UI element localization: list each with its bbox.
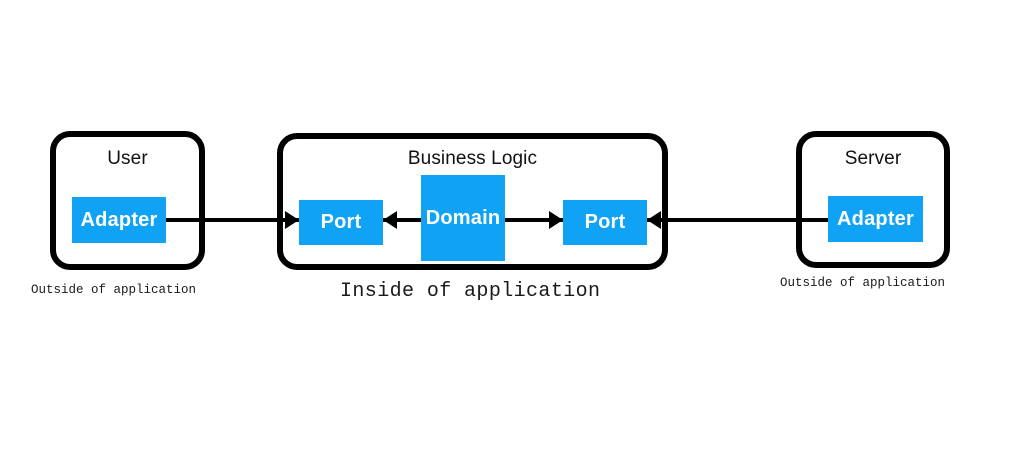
chip-user-adapter[interactable]: Adapter <box>72 197 166 243</box>
connector-domain-to-left-port <box>383 218 421 222</box>
chip-port-left[interactable]: Port <box>299 200 383 245</box>
chip-server-adapter[interactable]: Adapter <box>828 196 923 242</box>
region-user-title: User <box>107 148 148 169</box>
region-business-logic-title: Business Logic <box>407 148 538 169</box>
chip-port-right[interactable]: Port <box>563 200 647 245</box>
arrowhead-to-left-port <box>285 211 299 229</box>
chip-domain[interactable]: Domain <box>421 175 505 261</box>
arrowhead-to-right-port <box>647 211 661 229</box>
connector-user-adapter-to-left-port <box>166 218 299 222</box>
connector-server-adapter-to-right-port <box>647 218 828 222</box>
arrowhead-domain-to-left-port <box>383 211 397 229</box>
connector-domain-to-right-port <box>505 218 563 222</box>
caption-outside-left: Outside of application <box>31 283 197 297</box>
region-server-title: Server <box>844 148 902 169</box>
caption-outside-right: Outside of application <box>780 276 946 290</box>
caption-inside-center: Inside of application <box>340 280 601 303</box>
arrowhead-domain-to-right-port <box>549 211 563 229</box>
